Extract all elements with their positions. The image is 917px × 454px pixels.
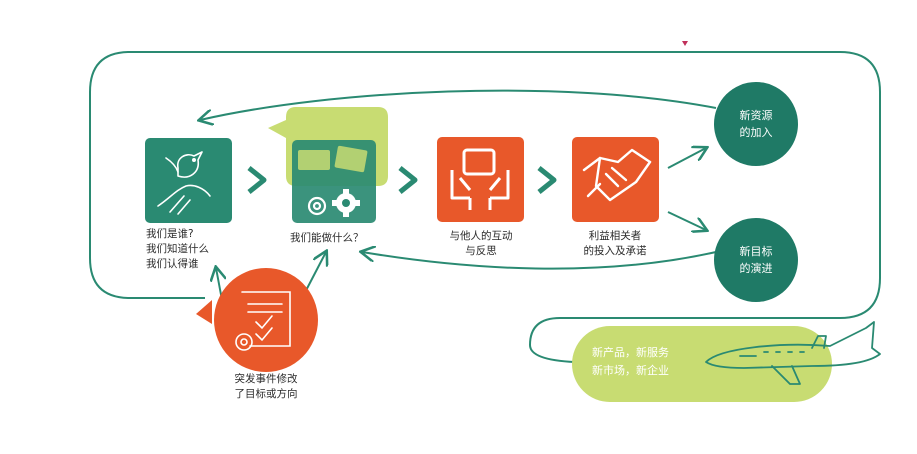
- gears-tools-icon: [298, 145, 368, 217]
- stakeholders-box: [572, 137, 659, 222]
- interact-label: 与他人的互动 与反思: [433, 229, 529, 259]
- airplane-icon: [705, 321, 881, 385]
- outcomes-line-1: 新产品，新服务: [592, 346, 669, 359]
- chevron-1-icon: [247, 166, 267, 194]
- stakeholders-line-1: 利益相关者: [588, 230, 642, 242]
- who-label: 我们是谁? 我们知道什么 我们认得谁: [146, 227, 209, 272]
- interact-box: [437, 137, 524, 222]
- people-meeting-icon: [450, 148, 510, 210]
- stakeholders-label: 利益相关者 的投入及承诺: [565, 229, 665, 259]
- outer-loop-left-line: [89, 51, 290, 299]
- interact-line-2: 与反思: [465, 245, 497, 257]
- bird-hand-icon: [157, 151, 211, 215]
- new-resources-line-2: 的加入: [739, 126, 773, 139]
- outcomes-box: [572, 321, 881, 402]
- can-do-label: 我们能做什么？: [290, 232, 364, 244]
- surprise-line-1: 突发事件修改: [234, 373, 298, 385]
- who-box: [145, 138, 232, 223]
- who-line-3: 我们认得谁: [146, 258, 199, 270]
- document-scroll-icon: [235, 291, 291, 351]
- arrow-to-new-goals: [667, 211, 706, 230]
- surprise-label: 突发事件修改 了目标或方向: [210, 372, 322, 402]
- outcomes-line-2: 新市场，新企业: [592, 364, 669, 377]
- new-resources-label: 新资源 的加入: [716, 107, 796, 141]
- interact-line-1: 与他人的互动: [449, 230, 513, 242]
- stakeholders-line-2: 的投入及承诺: [583, 245, 647, 257]
- chevron-3-icon: [537, 166, 557, 194]
- outcomes-label: 新产品，新服务 新市场，新企业: [592, 344, 669, 380]
- new-goals-line-2: 的演进: [739, 262, 773, 275]
- new-resources-line-1: 新资源: [739, 109, 773, 122]
- handshake-icon: [582, 148, 652, 202]
- new-goals-line-1: 新目标: [739, 245, 773, 258]
- chevron-2-icon: [398, 166, 418, 194]
- can-do-box: [268, 107, 388, 223]
- new-goals-label: 新目标 的演进: [716, 243, 796, 277]
- who-line-2: 我们知道什么: [146, 243, 209, 255]
- marker-dot: [682, 41, 688, 46]
- surprise-line-2: 了目标或方向: [234, 388, 298, 400]
- return-arrow-bottom: [362, 252, 717, 270]
- arrow-to-new-resources: [667, 148, 706, 169]
- new-resources-circle: [714, 82, 798, 166]
- new-goals-circle: [714, 218, 798, 302]
- return-arrow-top: [200, 89, 717, 120]
- surprise-circle: [196, 268, 318, 372]
- who-line-1: 我们是谁?: [146, 228, 194, 240]
- outer-loop-line: [290, 51, 881, 363]
